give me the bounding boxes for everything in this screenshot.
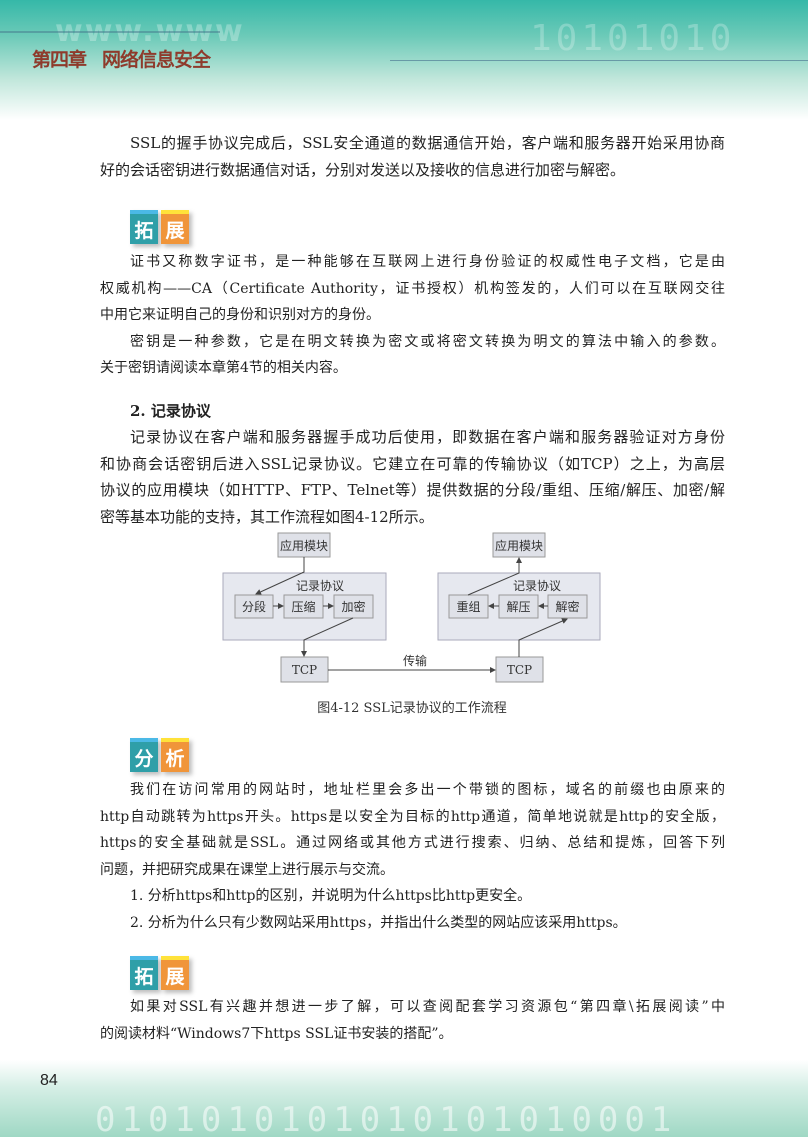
chapter-number: 第四章 [32,49,87,71]
text-line: 和协商会话密钥后进入SSL记录协议。它建立在可靠的传输协议（如TCP）之上，为高… [100,454,725,473]
badge-char: 拓 [130,956,158,990]
badge-char: 拓 [130,210,158,244]
section-heading: 2. 记录协议 [130,402,211,420]
right-record-label: 记录协议 [513,578,561,593]
decor-bits: 10101010 [530,18,736,59]
paragraph-handshake: SSL的握手协议完成后，SSL安全通道的数据通信开始，客户端和服务器开始采用协商… [100,130,725,183]
question-item: 2. 分析为什么只有少数网站采用https，并指出什么类型的网站应该采用http… [130,914,627,931]
left-tcp-label: TCP [292,663,317,677]
step-box [333,594,374,619]
arrow [518,618,568,657]
text-line: 密等基本功能的支持，其工作流程如图4-12所示。 [100,507,434,526]
step-label: 分段 [242,599,266,614]
badge-char: 展 [161,956,189,990]
question-item: 1. 分析https和http的区别，并说明为什么https比http更安全。 [130,888,532,904]
step-label: 加密 [341,599,365,614]
step-label: 压缩 [291,599,315,614]
text-line: 我们在访问常用的网站时，地址栏里会多出一个带锁的图标，域名的前缀也由原来的 [130,782,725,798]
step-label: 重组 [456,600,480,614]
expand-certificate-text: 证书又称数字证书，是一种能够在互联网上进行身份验证的权威性电子文档，它是由 权威… [100,249,725,382]
left-app-label: 应用模块 [280,538,328,553]
page-number: 84 [40,1072,58,1089]
left-record-label: 记录协议 [296,578,344,593]
text-line: 问题，并把研究成果在课堂上进行展示与交流。 [100,861,394,878]
right-app-label: 应用模块 [495,538,543,553]
arrow [301,617,354,657]
text-line: 权威机构——CA（Certificate Authority，证书授权）机构签发… [100,280,725,297]
right-app-box [492,532,546,558]
text-line: 关于密钥请阅读本章第4节的相关内容。 [100,360,347,376]
divider [390,60,808,61]
text-line: http自动跳转为https开头。https是以安全为目标的http通道，简单地… [100,808,725,825]
left-app-box [277,532,331,558]
analysis-text: 我们在访问常用的网站时，地址栏里会多出一个带锁的图标，域名的前缀也由原来的 ht… [100,777,725,936]
text-line: SSL的握手协议完成后，SSL安全通道的数据通信开始，客户端和服务器开始采用协商 [130,134,725,152]
right-tcp-box [495,656,544,683]
badge-expand: 拓 展 [130,210,192,244]
step-label: 解压 [506,600,530,614]
decor-bits: 0101010101010101010001 [95,1100,678,1140]
right-tcp-label: TCP [507,663,532,677]
text-line: 如果对SSL有兴趣并想进一步了解，可以查阅配套学习资源包“第四章\拓展阅读”中 [130,999,725,1015]
arrow [467,557,522,596]
badge-char: 析 [161,738,189,772]
text-line: https的安全基础就是SSL。通过网络或其他方式进行搜索、归纳、总结和提炼，回… [100,835,725,851]
figure-caption: 图4-12 SSL记录协议的工作流程 [317,701,507,716]
step-label: 解密 [555,599,579,614]
page-footer-banner: 0101010101010101010001 [0,1060,808,1140]
left-tcp-box [280,656,329,683]
paragraph-record-protocol: 记录协议在客户端和服务器握手成功后使用，即数据在客户端和服务器验证对方身份 和协… [100,424,725,530]
badge-expand: 拓 展 [130,956,192,990]
badge-char: 分 [130,738,158,772]
text-line: 记录协议在客户端和服务器握手成功后使用，即数据在客户端和服务器验证对方身份 [130,428,725,446]
badge-char: 展 [161,210,189,244]
badge-analysis: 分 析 [130,738,192,772]
transfer-label: 传输 [403,653,427,668]
text-line: 证书又称数字证书，是一种能够在互联网上进行身份验证的权威性电子文档，它是由 [130,254,725,270]
page-header-banner: www.www 10101010 [0,0,808,120]
arrow [255,557,305,595]
chapter-title: 第四章网络信息安全 [32,45,226,72]
expand-reading-text: 如果对SSL有兴趣并想进一步了解，可以查阅配套学习资源包“第四章\拓展阅读”中 … [100,994,725,1047]
text-line: 好的会话密钥进行数据通信对话，分别对发送以及接收的信息进行加密与解密。 [100,160,626,179]
ssl-record-flow-diagram: 应用模块 记录协议 分段 压缩 加密 TCP 应用模块 记录协议 重组 解压 解… [222,532,601,683]
text-line: 密钥是一种参数，它是在明文转换为密文或将密文转换为明文的算法中输入的参数。 [130,333,725,350]
text-line: 的阅读材料“Windows7下https SSL证书安装的搭配”。 [100,1025,453,1042]
chapter-name: 网络信息安全 [102,49,211,71]
text-line: 中用它来证明自己的身份和识别对方的身份。 [100,307,380,323]
divider [0,31,220,33]
text-line: 协议的应用模块（如HTTP、FTP、Telnet等）提供数据的分段/重组、压缩/… [100,481,725,499]
